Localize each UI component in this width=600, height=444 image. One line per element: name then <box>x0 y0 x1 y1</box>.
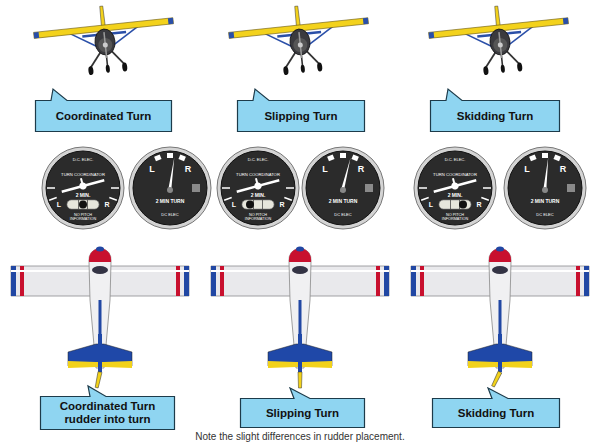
callout-outline <box>433 388 560 428</box>
callout-text: Skidding Turn <box>457 110 533 123</box>
turn-coordinator-gauge <box>235 173 280 195</box>
gauge-label: R <box>104 201 109 208</box>
front-view-airplane <box>427 0 573 81</box>
gauge-label: DC ELEC <box>161 213 178 217</box>
gauge-label: 2 MIN. <box>448 193 463 198</box>
gauge-label: TURN COORDINATOR <box>236 173 280 177</box>
gauge-label: R <box>185 164 192 173</box>
inclinometer-ball <box>246 201 254 209</box>
turn-slip-gauge <box>302 147 384 229</box>
turn-slip-gauge <box>129 147 211 229</box>
top-view-airplane <box>211 247 389 373</box>
callout-text: Slipping Turn <box>266 407 339 420</box>
front-view-airplane <box>32 0 178 81</box>
gauge-label: R <box>279 201 284 208</box>
gauge-label: L <box>322 164 328 173</box>
turn-coordinator-gauge <box>60 173 105 195</box>
gauge-label: TURN COORDINATOR <box>61 173 105 177</box>
gauge-label: DC ELEC <box>334 213 351 217</box>
callout-box: Skidding Turn <box>432 398 560 428</box>
callout-box: Coordinated Turn <box>35 100 172 132</box>
gauge-label: R <box>476 201 481 208</box>
gauge-label: R <box>560 164 567 173</box>
gauge-label: D.C. ELEC. <box>73 158 94 162</box>
callout-box: Slipping Turn <box>240 398 365 428</box>
gauge-label: 2 MIN TURN <box>329 199 358 204</box>
callout-outline <box>241 388 365 428</box>
turn-slip-gauge <box>129 147 211 229</box>
turn-coordinator-gauge <box>414 147 496 229</box>
gauge-label: 2 MIN TURN <box>531 199 560 204</box>
gauge-label: TURN COORDINATOR <box>433 173 477 177</box>
gauge-label: R <box>358 164 365 173</box>
gauge-label: L <box>232 201 236 208</box>
turn-coordinator-gauge <box>42 147 124 229</box>
top-view-airplane <box>11 247 589 389</box>
gauge-label: 2 MIN. <box>76 193 91 198</box>
turn-slip-gauge <box>340 158 352 193</box>
top-view-airplane <box>95 372 102 388</box>
callout-text: Coordinated Turn <box>56 110 152 123</box>
gauge-label: L <box>524 164 530 173</box>
turn-slip-gauge <box>504 147 586 229</box>
turn-slip-gauge <box>504 147 586 229</box>
callout-box: Skidding Turn <box>430 100 560 132</box>
callout-box: Coordinated Turn rudder into turn <box>40 396 175 430</box>
callout-text: Slipping Turn <box>264 110 337 123</box>
turn-slip-gauge <box>302 147 384 229</box>
front-view-airplane <box>32 0 573 81</box>
gauge-label: NO PITCH INFORMATION <box>243 213 274 221</box>
callout-outline <box>431 89 560 132</box>
turn-coordinator-gauge <box>217 147 299 229</box>
top-view-airplane <box>491 371 502 387</box>
gauge-label: L <box>57 201 61 208</box>
gauge-label: NO PITCH INFORMATION <box>440 213 471 221</box>
caption-text: Note the slight differences in rudder pl… <box>0 431 600 443</box>
top-view-airplane <box>298 372 302 388</box>
front-view-airplane <box>227 0 373 81</box>
turn-slip-gauge <box>543 157 550 192</box>
gauge-label: 2 MIN TURN <box>156 199 185 204</box>
gauge-label: NO PITCH INFORMATION <box>68 213 99 221</box>
gauge-label: L <box>149 164 155 173</box>
turn-coordinator-gauge <box>414 147 496 229</box>
turn-slip-gauge <box>168 157 176 192</box>
gauge-label: 2 MIN. <box>251 193 266 198</box>
callout-outline <box>41 386 175 430</box>
top-view-airplane <box>411 247 589 373</box>
callout-outline <box>36 89 172 132</box>
callout-outline <box>238 89 365 132</box>
gauge-label: D.C. ELEC. <box>445 158 466 162</box>
turn-slip-gauge <box>542 187 548 193</box>
turn-coordinator-gauge <box>217 147 299 229</box>
inclinometer-ball <box>459 201 467 209</box>
turn-slip-gauge <box>340 187 346 193</box>
gauge-label: D.C. ELEC. <box>248 158 269 162</box>
turn-coordinator-gauge <box>42 147 124 229</box>
callout-box: Slipping Turn <box>237 100 365 132</box>
turn-slip-gauge <box>167 187 173 193</box>
gauge-label: L <box>429 201 433 208</box>
inclinometer-ball <box>79 201 87 209</box>
callout-text: Skidding Turn <box>458 407 534 420</box>
callout-text: Coordinated Turn rudder into turn <box>50 400 165 426</box>
turn-coordinator-gauge <box>432 173 477 195</box>
top-view-airplane <box>11 247 189 373</box>
gauge-label: DC ELEC <box>536 213 553 217</box>
